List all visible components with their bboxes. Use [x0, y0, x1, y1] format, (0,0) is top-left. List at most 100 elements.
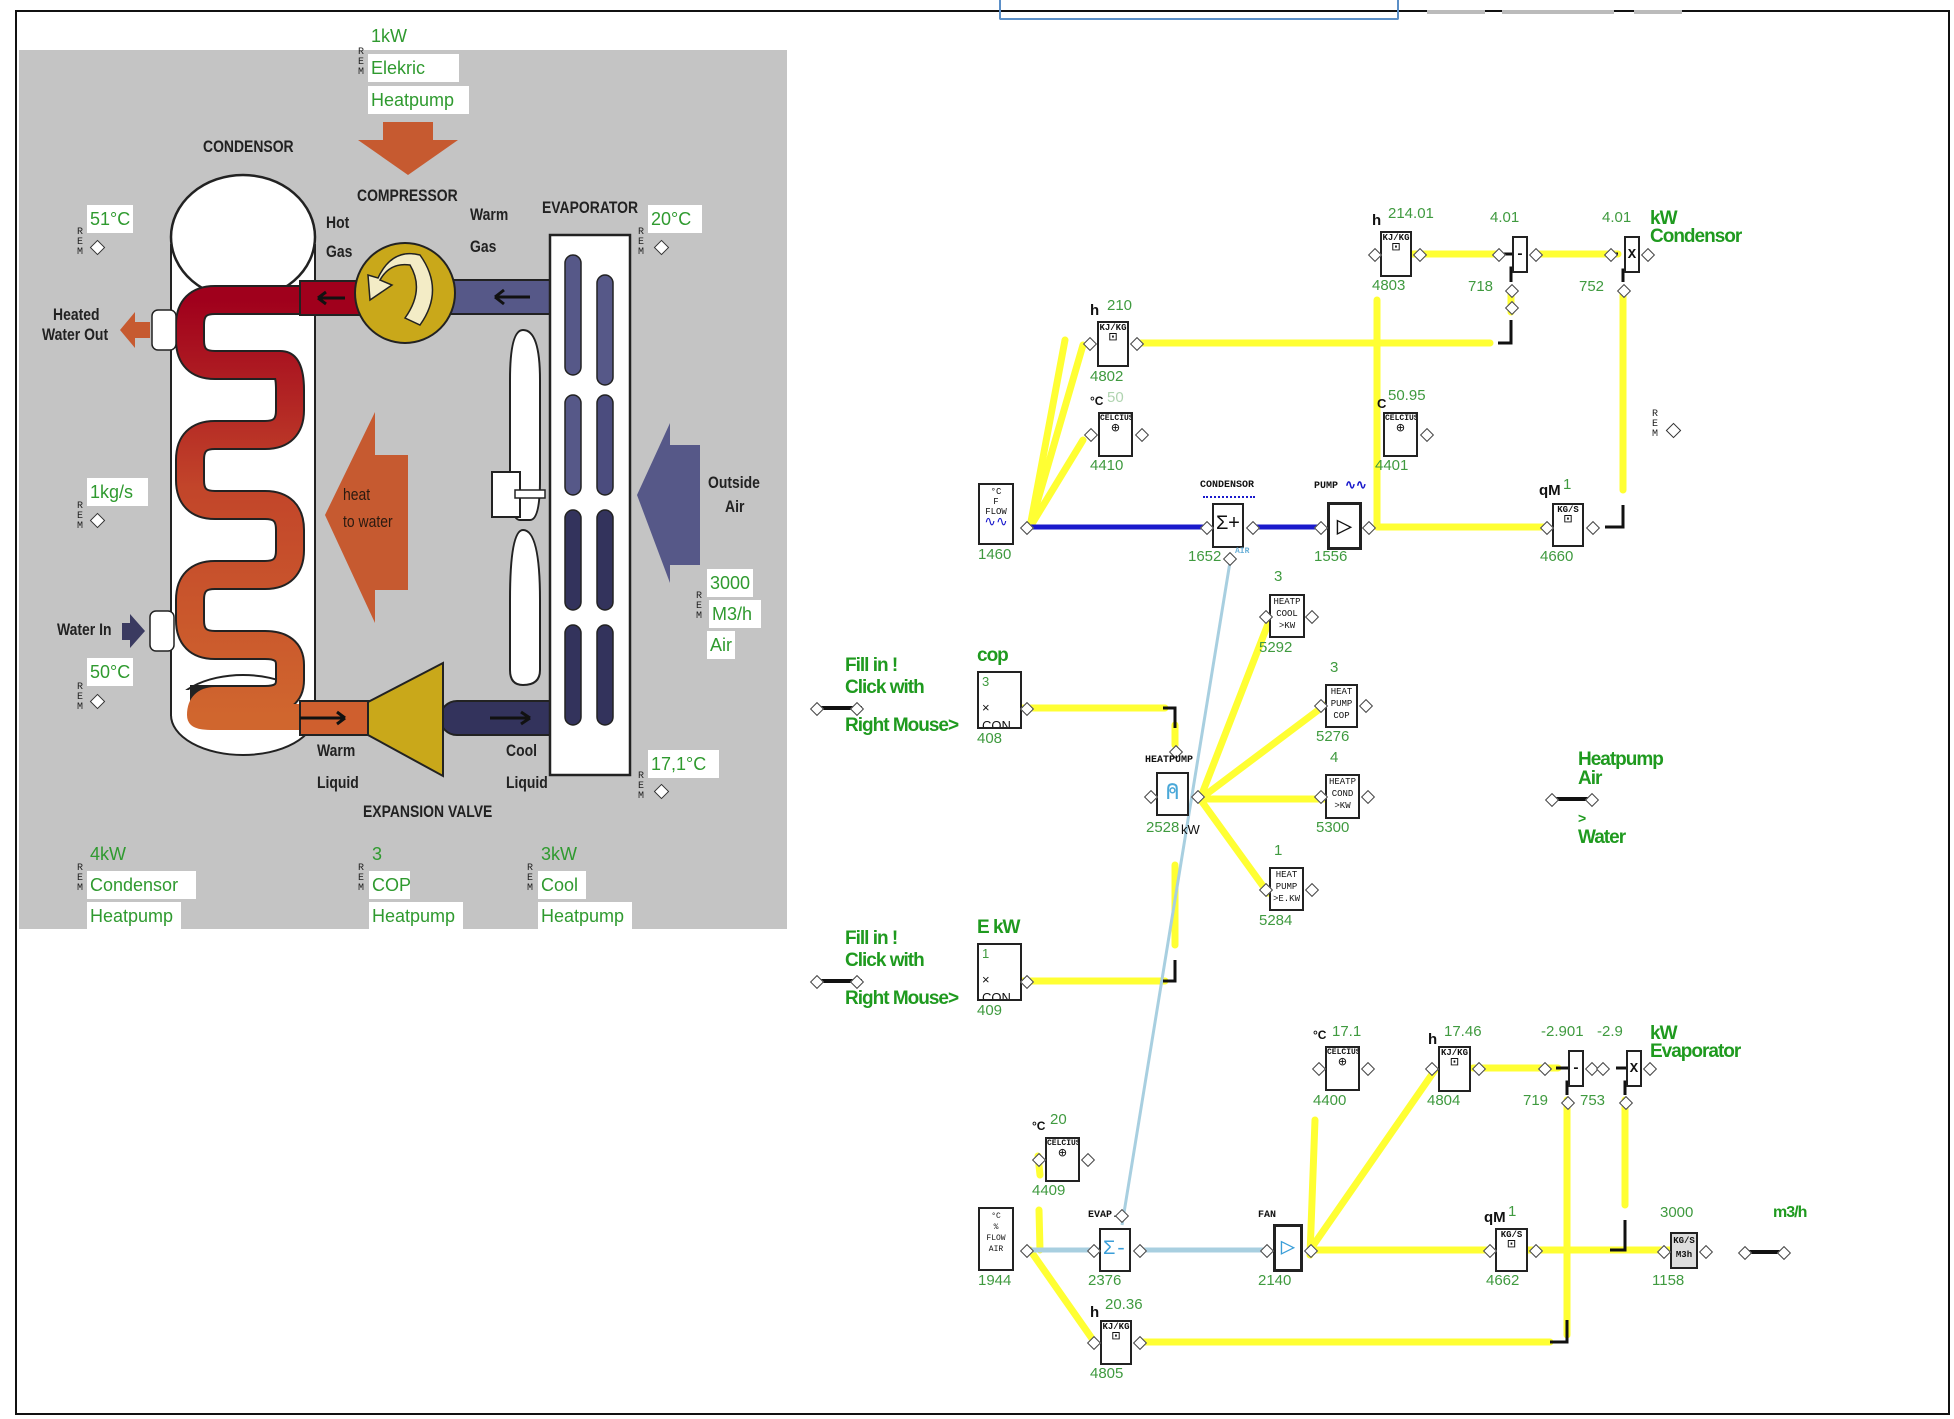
rem-value[interactable]: Cool [538, 871, 586, 899]
toolbar-tab[interactable] [1634, 10, 1682, 14]
block-kjkg[interactable]: KJ/KG⊡ [1100, 1320, 1132, 1365]
signal-wire [1196, 620, 1272, 803]
block-value: 1 [1563, 476, 1572, 493]
rem-value[interactable]: 50°C [87, 658, 133, 686]
wave-icon: ∿∿ [1345, 478, 1367, 493]
block-subtract[interactable]: - [1512, 236, 1528, 273]
block-multiply[interactable]: X [1626, 1050, 1642, 1087]
block-convert[interactable]: KG/S M3h [1670, 1232, 1698, 1269]
block-celcius[interactable]: CELCIUS⊕ [1383, 412, 1418, 457]
rem-value[interactable]: Elekric [368, 54, 459, 82]
block-condensor[interactable]: Σ+ [1212, 503, 1244, 548]
block-id: 4802 [1090, 368, 1124, 385]
block-flow-water[interactable]: °C F FLOW∿∿ [978, 483, 1014, 545]
block-celcius[interactable]: CELCIUS⊕ [1045, 1137, 1080, 1182]
block-value: 20.36 [1105, 1296, 1143, 1313]
block-multiply[interactable]: X [1624, 236, 1640, 273]
condensor-label: CONDENSOR [203, 137, 294, 156]
block-id: 4662 [1486, 1272, 1520, 1289]
block-id: 2140 [1258, 1272, 1292, 1289]
rem-value[interactable]: 51°C [87, 205, 133, 233]
junction [1605, 505, 1625, 529]
rem-value[interactable]: Air [707, 631, 735, 659]
fill-in-label: Fill in ! [845, 928, 898, 949]
block-fan[interactable]: ▷ [1273, 1224, 1303, 1272]
rem-value[interactable]: 17,1°C [648, 750, 719, 778]
kw-evaporator-label: Evaporator [1650, 1041, 1741, 1062]
rem-value[interactable]: 3kW [541, 844, 577, 864]
block-value: 4 [1330, 749, 1339, 766]
rem-value[interactable]: Heatpump [538, 902, 632, 930]
block-value: -2.9 [1597, 1023, 1623, 1040]
rem-value[interactable]: M3/h [709, 600, 761, 628]
block-value: 50.95 [1388, 387, 1426, 404]
warm-liquid-label-1: Warm [317, 741, 356, 760]
evaporator-icon [548, 233, 632, 777]
block-celcius[interactable]: CELCIUS⊕ [1325, 1046, 1360, 1091]
block-celcius[interactable]: CELCIUS⊕ [1098, 412, 1133, 457]
outside-air-arrow [637, 423, 700, 583]
block-title: PUMP [1314, 481, 1339, 492]
block-id: 4660 [1540, 548, 1574, 565]
signal-wire [1196, 701, 1329, 803]
block-subtract[interactable]: - [1568, 1050, 1584, 1087]
block-id: 2376 [1088, 1272, 1122, 1289]
rem-value[interactable]: Heatpump [368, 86, 469, 114]
block-heatpump-cool[interactable]: HEATP COOL >KW [1269, 594, 1305, 638]
warm-liquid-label-2: Liquid [317, 773, 359, 792]
rem-value[interactable]: 3 [372, 844, 383, 864]
junction [1163, 706, 1177, 728]
signal-wire [1026, 436, 1087, 531]
toolbar-tab[interactable] [1427, 10, 1485, 14]
heated-water-label-1: Heated [53, 305, 100, 324]
block-value: 50 [1107, 389, 1124, 406]
block-id: 4401 [1375, 457, 1409, 474]
rem-value[interactable]: Heatpump [87, 902, 181, 930]
rem-value[interactable]: 4kW [90, 844, 126, 864]
block-constant[interactable]: 1× CON [977, 943, 1022, 1001]
toolbar-input[interactable] [999, 0, 1399, 20]
block-evaporator[interactable]: Σ- [1099, 1228, 1131, 1272]
symbol-label: qM [1484, 1209, 1506, 1226]
signal-wire [1026, 1246, 1097, 1344]
block-kjkg[interactable]: KJ/KG⊡ [1380, 231, 1412, 277]
block-value: 20 [1050, 1111, 1067, 1128]
rem-value[interactable]: 1kg/s [87, 478, 148, 506]
symbol-label: h [1372, 212, 1382, 229]
block-value: 4.01 [1490, 209, 1520, 226]
block-heatpump-cop[interactable]: HEAT PUMP COP [1325, 684, 1358, 728]
block-id: 719 [1523, 1092, 1549, 1109]
block-title: FAN [1258, 1210, 1277, 1221]
block-heatpump-cond[interactable]: HEATP COND >KW [1325, 774, 1360, 819]
junction [1610, 1220, 1627, 1252]
water-out-nozzle [151, 309, 177, 351]
rem-value[interactable]: Heatpump [369, 902, 463, 930]
block-id: 5276 [1316, 728, 1350, 745]
heat-to-water-label-1: heat [343, 485, 371, 504]
signal-wire [1306, 1066, 1439, 1254]
compressor-icon [354, 242, 456, 344]
heat-to-water-arrow [325, 412, 408, 623]
block-flow-air[interactable]: °C % FLOW AIR [978, 1207, 1014, 1271]
block-value: 3000 [1660, 1204, 1694, 1221]
signal-wire [1196, 795, 1272, 897]
block-value: 210 [1107, 297, 1133, 314]
rem-value[interactable]: 3000 [707, 569, 753, 597]
heated-water-out-arrow [120, 312, 150, 348]
block-pump[interactable]: ▷ [1327, 502, 1362, 550]
block-kjkg[interactable]: KJ/KG⊡ [1438, 1046, 1471, 1092]
block-heatpump-ekw[interactable]: HEAT PUMP >E.KW [1269, 867, 1304, 911]
block-kgs[interactable]: KG/S⊡ [1495, 1228, 1528, 1272]
rem-value[interactable]: 1kW [371, 26, 407, 46]
rem-value[interactable]: 20°C [648, 205, 702, 233]
rem-value[interactable]: COP [369, 871, 411, 899]
block-constant[interactable]: 3× CON [977, 671, 1022, 729]
block-heatpump[interactable]: ⍝ [1156, 772, 1189, 816]
block-kgs[interactable]: KG/S⊡ [1552, 503, 1584, 547]
symbol-label: °C [1090, 394, 1104, 408]
rem-value[interactable]: Condensor [87, 871, 196, 899]
block-kjkg[interactable]: KJ/KG⊡ [1097, 321, 1129, 367]
toolbar-tab[interactable] [1502, 10, 1614, 14]
